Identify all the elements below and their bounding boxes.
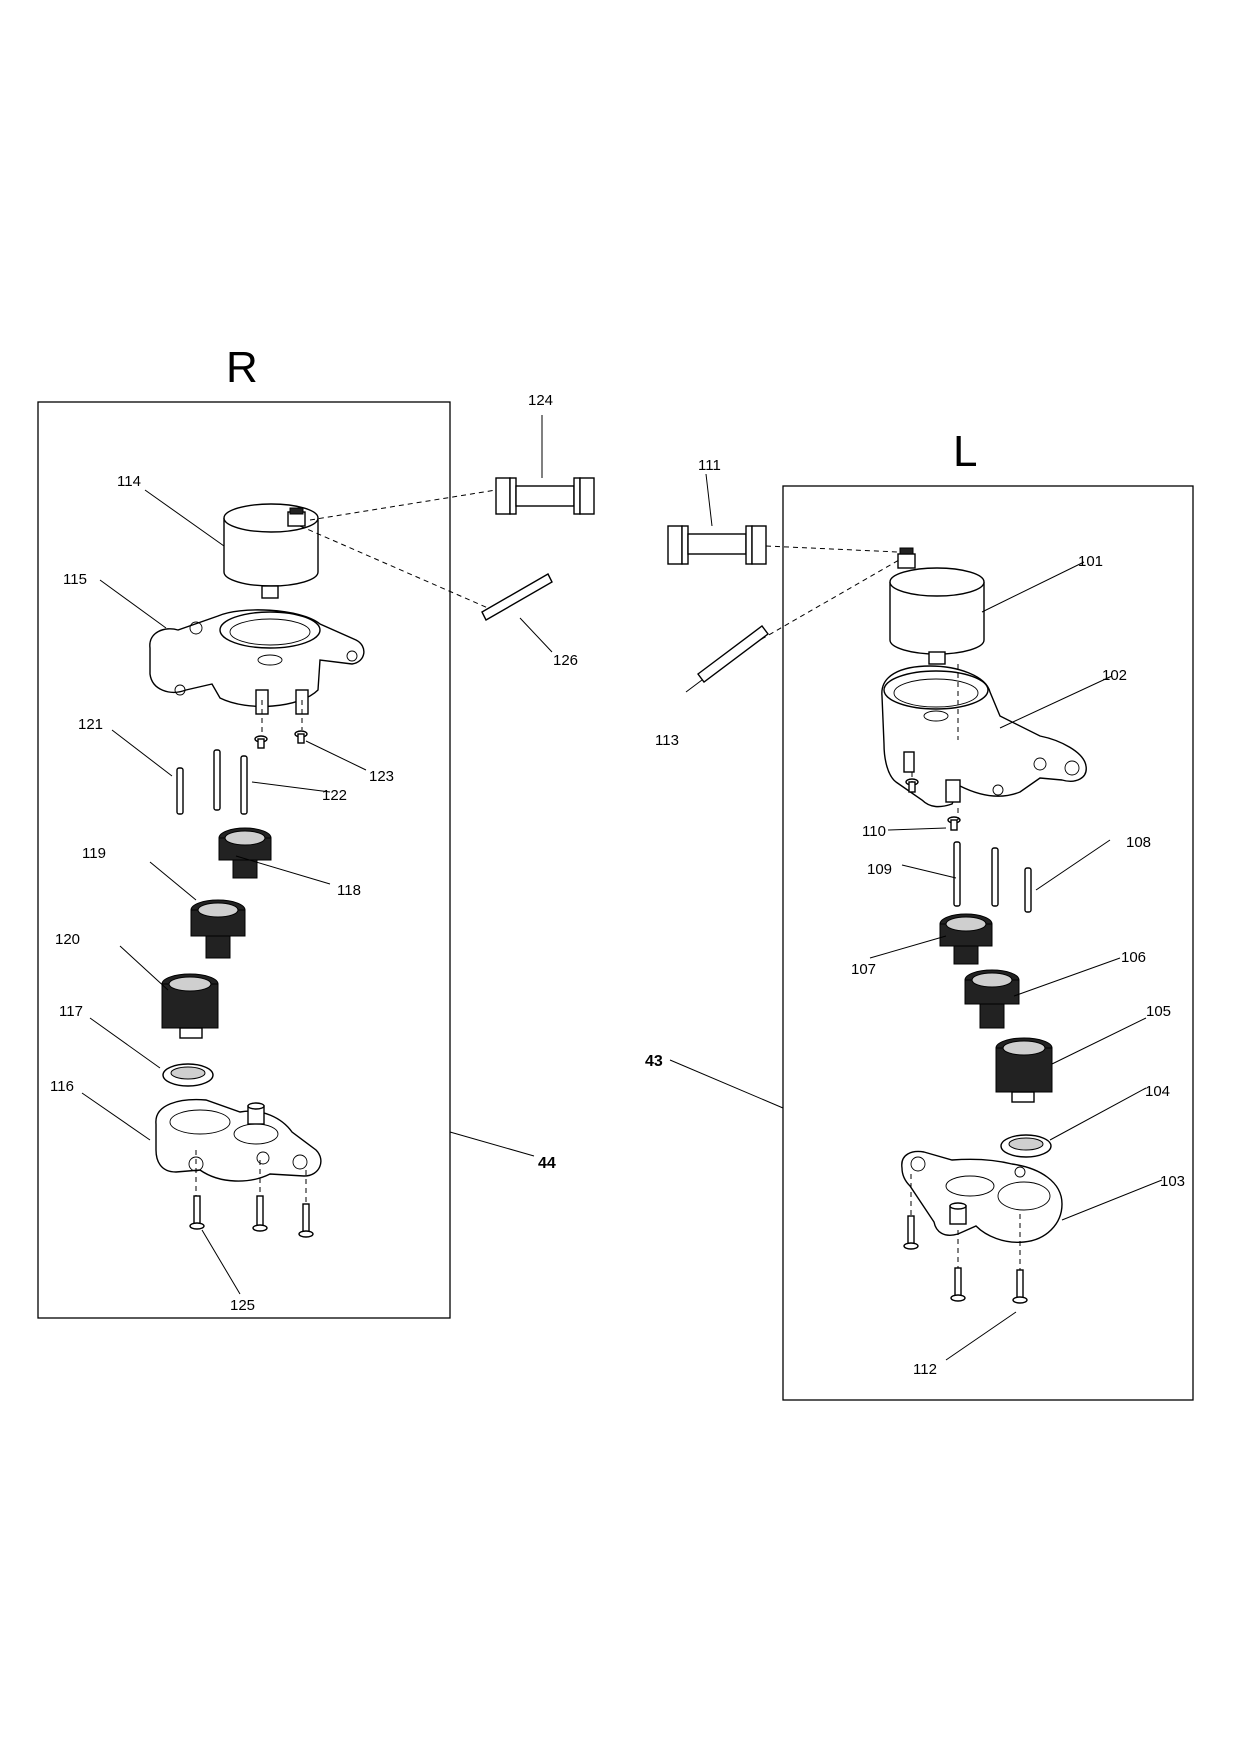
callout-44: 44 [538,1155,556,1172]
callout-112: 112 [913,1361,937,1378]
callout-126: 126 [553,652,578,669]
connector-124 [495,477,595,515]
left-ring [1000,1134,1052,1158]
callout-115: 115 [63,571,87,588]
left-gear-housing [881,665,1087,808]
callout-108: 108 [1126,834,1151,851]
callout-43: 43 [645,1053,663,1070]
left-motor [889,547,985,665]
right-pins [176,749,248,815]
callout-120: 120 [55,931,80,948]
right-wiring-lines [299,489,497,609]
callout-122: 122 [322,787,347,804]
side-label-right: R [226,343,258,392]
callout-124: 124 [528,392,553,409]
right-motor [223,503,319,599]
callout-105: 105 [1146,1003,1171,1020]
callout-114: 114 [117,473,141,490]
callout-123: 123 [369,768,394,785]
left-gear-105 [995,1037,1053,1103]
right-gear-119 [190,899,246,959]
callout-111: 111 [698,457,721,474]
left-gear-106 [964,969,1020,1029]
right-gear-120 [161,973,219,1039]
callout-113: 113 [655,732,679,749]
callout-110: 110 [862,823,886,840]
callout-121: 121 [78,716,103,733]
left-screws-long [903,1215,1028,1304]
callout-107: 107 [851,961,876,978]
left-gear-107 [939,913,993,965]
callout-116: 116 [50,1078,74,1095]
right-ring [162,1063,214,1087]
callout-125: 125 [230,1297,255,1314]
right-align-lines [195,700,307,1204]
left-lower-housing [901,1150,1063,1243]
callout-106: 106 [1121,949,1146,966]
left-assembly-frame [782,485,1194,1401]
connector-111 [667,525,767,565]
callout-101: 101 [1078,553,1103,570]
left-pins [953,841,1032,913]
leader-lines [81,415,1163,1361]
callout-104: 104 [1145,1083,1170,1100]
right-screws-long [189,1195,314,1238]
left-wiring-lines [759,545,907,641]
right-assembly-frame [37,401,451,1319]
callout-119: 119 [82,845,106,862]
left-align-lines [910,664,1021,1270]
callout-117: 117 [59,1003,83,1020]
strip-113 [697,625,769,683]
strip-126 [481,573,553,621]
callout-118: 118 [337,882,361,899]
callout-103: 103 [1160,1173,1185,1190]
callout-109: 109 [867,861,892,878]
right-screws-small [254,730,308,749]
right-lower-housing [155,1098,322,1182]
callout-102: 102 [1102,667,1127,684]
side-label-left: L [953,427,977,476]
right-gear-118 [218,827,272,879]
right-gear-housing [149,609,365,715]
